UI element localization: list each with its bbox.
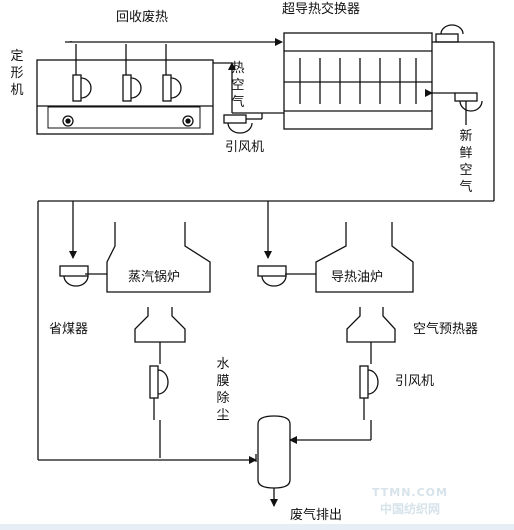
induced-draft-fan-left-icon <box>149 365 169 399</box>
watermark-site: 中国纺织网 <box>380 502 441 516</box>
water-film-dust-label: 水膜除尘 <box>216 357 230 423</box>
hot-air-label: 热空气 <box>231 61 245 110</box>
heat-exchanger-label: 超导热交换器 <box>282 2 361 17</box>
induced-draft-fan-right-icon <box>359 365 379 399</box>
burner-fan-icon <box>72 74 92 102</box>
steam-boiler-outline <box>106 222 211 293</box>
watermark-url: TTMN.COM <box>372 486 448 499</box>
economizer-fan-icon <box>59 265 89 287</box>
thermal-oil-heater-outline <box>315 222 414 293</box>
water-film-dust-collector <box>257 415 291 489</box>
fresh-air-fan-icon <box>454 92 483 112</box>
induced-draft-fan-top-label: 引风机 <box>225 140 265 155</box>
burner-fan-icon <box>122 74 142 102</box>
recovered-waste-heat-label: 回收废热 <box>116 10 169 25</box>
heat-exchanger-box <box>283 32 433 130</box>
induced-draft-fan-top-icon <box>223 114 253 134</box>
steam-boiler-label: 蒸汽锅炉 <box>128 270 181 285</box>
economizer-hopper <box>134 307 186 343</box>
thermal-oil-heater-label: 导热油炉 <box>331 270 384 285</box>
air-preheater-hopper <box>346 307 396 343</box>
burner-fan-icon <box>162 74 182 102</box>
exchanger-exhaust-fan-icon <box>432 24 480 43</box>
air-preheater-fan-icon <box>257 265 287 287</box>
fresh-air-label: 新鲜空气 <box>459 129 473 195</box>
air-preheater-label: 空气预热器 <box>413 322 479 337</box>
bottom-border <box>0 524 514 530</box>
roller-right-icon <box>182 115 194 127</box>
setting-machine-box <box>36 59 214 135</box>
setting-machine-label: 定形机 <box>10 49 24 98</box>
exhaust-discharge-label: 废气排出 <box>290 508 343 523</box>
economizer-label: 省煤器 <box>49 322 89 337</box>
induced-draft-fan-bottom-label: 引风机 <box>395 374 435 389</box>
roller-left-icon <box>62 115 74 127</box>
